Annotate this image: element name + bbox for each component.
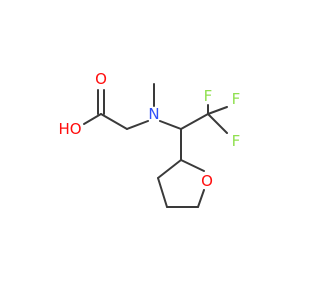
bond-ch-cf3 <box>180 113 209 130</box>
amine-nitrogen-label: N <box>148 105 159 123</box>
bond-c-f2 <box>207 106 228 115</box>
ring-oxygen-label: O <box>201 172 213 190</box>
bond-n-ch <box>159 120 182 130</box>
bond-ring-c2-o <box>180 159 205 172</box>
structure-diagram: O HO N F F F O <box>58 70 241 208</box>
fluorine-label-3: F <box>232 132 241 150</box>
bond-ring-c3-c2 <box>157 159 182 179</box>
bond-c-f3 <box>207 113 228 134</box>
bond-c2-n <box>126 120 149 130</box>
hydroxyl-label: HO <box>58 120 81 138</box>
bond-c1-oh <box>83 113 102 125</box>
bond-ring-o-c5 <box>197 189 205 208</box>
fluorine-label-1: F <box>204 87 213 105</box>
bond-c1-c2 <box>100 113 128 130</box>
carbonyl-oxygen-label: O <box>95 70 107 88</box>
bond-ring-c4-c3 <box>157 177 168 208</box>
fluorine-label-2: F <box>232 90 241 108</box>
